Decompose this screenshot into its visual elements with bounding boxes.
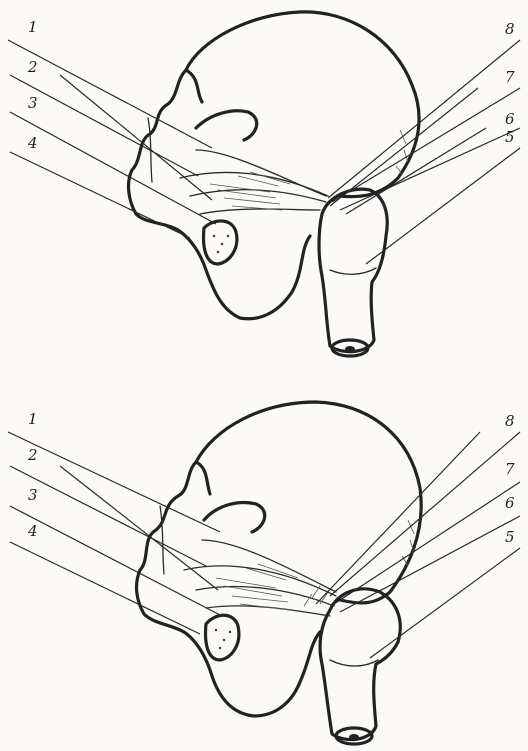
- top-label-3: 3: [28, 96, 38, 111]
- bottom-pelvis-drawing: [137, 402, 422, 744]
- bottom-label-1: 1: [28, 412, 38, 427]
- bottom-label-5: 5: [505, 530, 515, 545]
- top-label-7: 7: [505, 70, 515, 85]
- top-label-4: 4: [28, 136, 38, 151]
- bottom-label-7: 7: [505, 462, 515, 477]
- top-label-6: 6: [505, 112, 515, 127]
- top-label-5: 5: [505, 130, 515, 145]
- top-label-1: 1: [28, 20, 38, 35]
- bottom-label-8: 8: [505, 414, 515, 429]
- bottom-leader-lines: [8, 432, 520, 658]
- bottom-label-4: 4: [28, 524, 38, 539]
- top-pelvis-drawing: [129, 12, 420, 356]
- bottom-label-6: 6: [505, 496, 515, 511]
- top-label-8: 8: [505, 22, 515, 37]
- bottom-label-3: 3: [28, 488, 38, 503]
- bottom-label-2: 2: [28, 448, 38, 463]
- top-leader-lines: [8, 40, 520, 264]
- top-label-2: 2: [28, 60, 38, 75]
